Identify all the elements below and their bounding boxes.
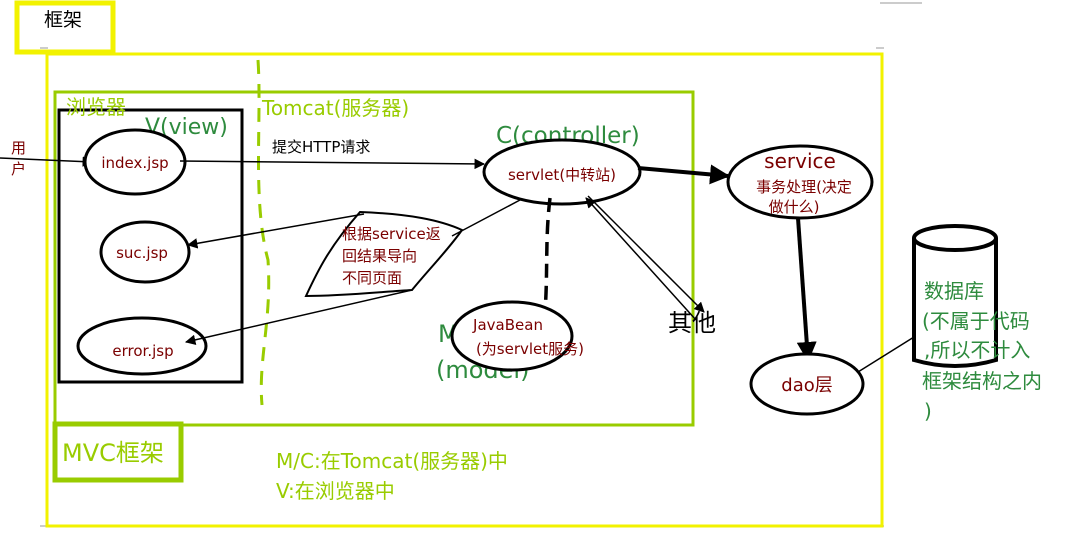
service-title: service <box>764 149 836 173</box>
user-arrow <box>0 156 94 167</box>
service-desc-2: 做什么) <box>769 198 820 216</box>
servlet-label: servlet(中转站) <box>508 166 616 184</box>
redirect-to-error-arrow <box>184 289 413 345</box>
user-label-1: 用 <box>11 139 26 157</box>
tomcat-label: Tomcat(服务器) <box>261 96 409 120</box>
mc-location-note: M/C:在Tomcat(服务器)中 <box>276 449 508 473</box>
user-label-2: 户 <box>11 160 26 178</box>
title-text: 框架 <box>44 9 82 31</box>
error-jsp-label: error.jsp <box>112 342 173 360</box>
inner-frame <box>53 90 695 427</box>
db-label-4: 框架结构之内 <box>922 369 1042 393</box>
suc-jsp-node <box>99 220 191 284</box>
db-label-3: ,所以不计入 <box>924 338 1030 362</box>
index-jsp-label: index.jsp <box>101 154 168 172</box>
dao-label: dao层 <box>781 375 832 396</box>
v-location-note: V:在浏览器中 <box>276 479 395 503</box>
redirect-label-3: 不同页面 <box>342 269 402 287</box>
divider-dashed-line <box>256 59 271 406</box>
outer-frame <box>45 52 884 528</box>
db-label-2: (不属于代码 <box>922 309 1030 333</box>
submit-http-arrow <box>179 158 486 170</box>
servlet-other-arrow-b <box>585 197 697 321</box>
other-label: 其他 <box>668 309 716 337</box>
mvc-framework-label: MVC框架 <box>62 439 164 467</box>
service-to-dao-arrow <box>796 217 817 362</box>
title-box <box>14 0 116 55</box>
servlet-to-javabean-dashed <box>543 197 552 313</box>
index-jsp-node <box>83 128 187 196</box>
javabean-label-2: (为servlet服务) <box>476 340 584 358</box>
browser-label: 浏览器 <box>66 95 126 119</box>
service-desc-1: 事务处理(决定 <box>756 178 852 196</box>
servlet-node <box>482 138 642 206</box>
redirect-to-suc-arrow <box>186 213 365 249</box>
servlet-to-redirect-line <box>451 199 521 237</box>
database-cylinder <box>912 224 998 368</box>
javabean-label-1: JavaBean <box>472 316 543 334</box>
servlet-other-arrow-a <box>587 195 705 313</box>
javabean-node <box>450 300 574 372</box>
error-jsp-node <box>76 316 208 376</box>
browser-box <box>57 108 244 384</box>
db-label-1: 数据库 <box>924 279 984 303</box>
db-label-5: ) <box>924 399 932 423</box>
servlet-to-service-arrow <box>637 164 730 185</box>
redirect-label-2: 回结果导向 <box>342 247 417 265</box>
mvc-framework-box <box>52 421 184 483</box>
suc-jsp-label: suc.jsp <box>116 244 168 262</box>
dao-node <box>749 352 865 416</box>
redirect-label-1: 根据service返 <box>342 225 441 243</box>
submit-http-label: 提交HTTP请求 <box>272 138 370 156</box>
